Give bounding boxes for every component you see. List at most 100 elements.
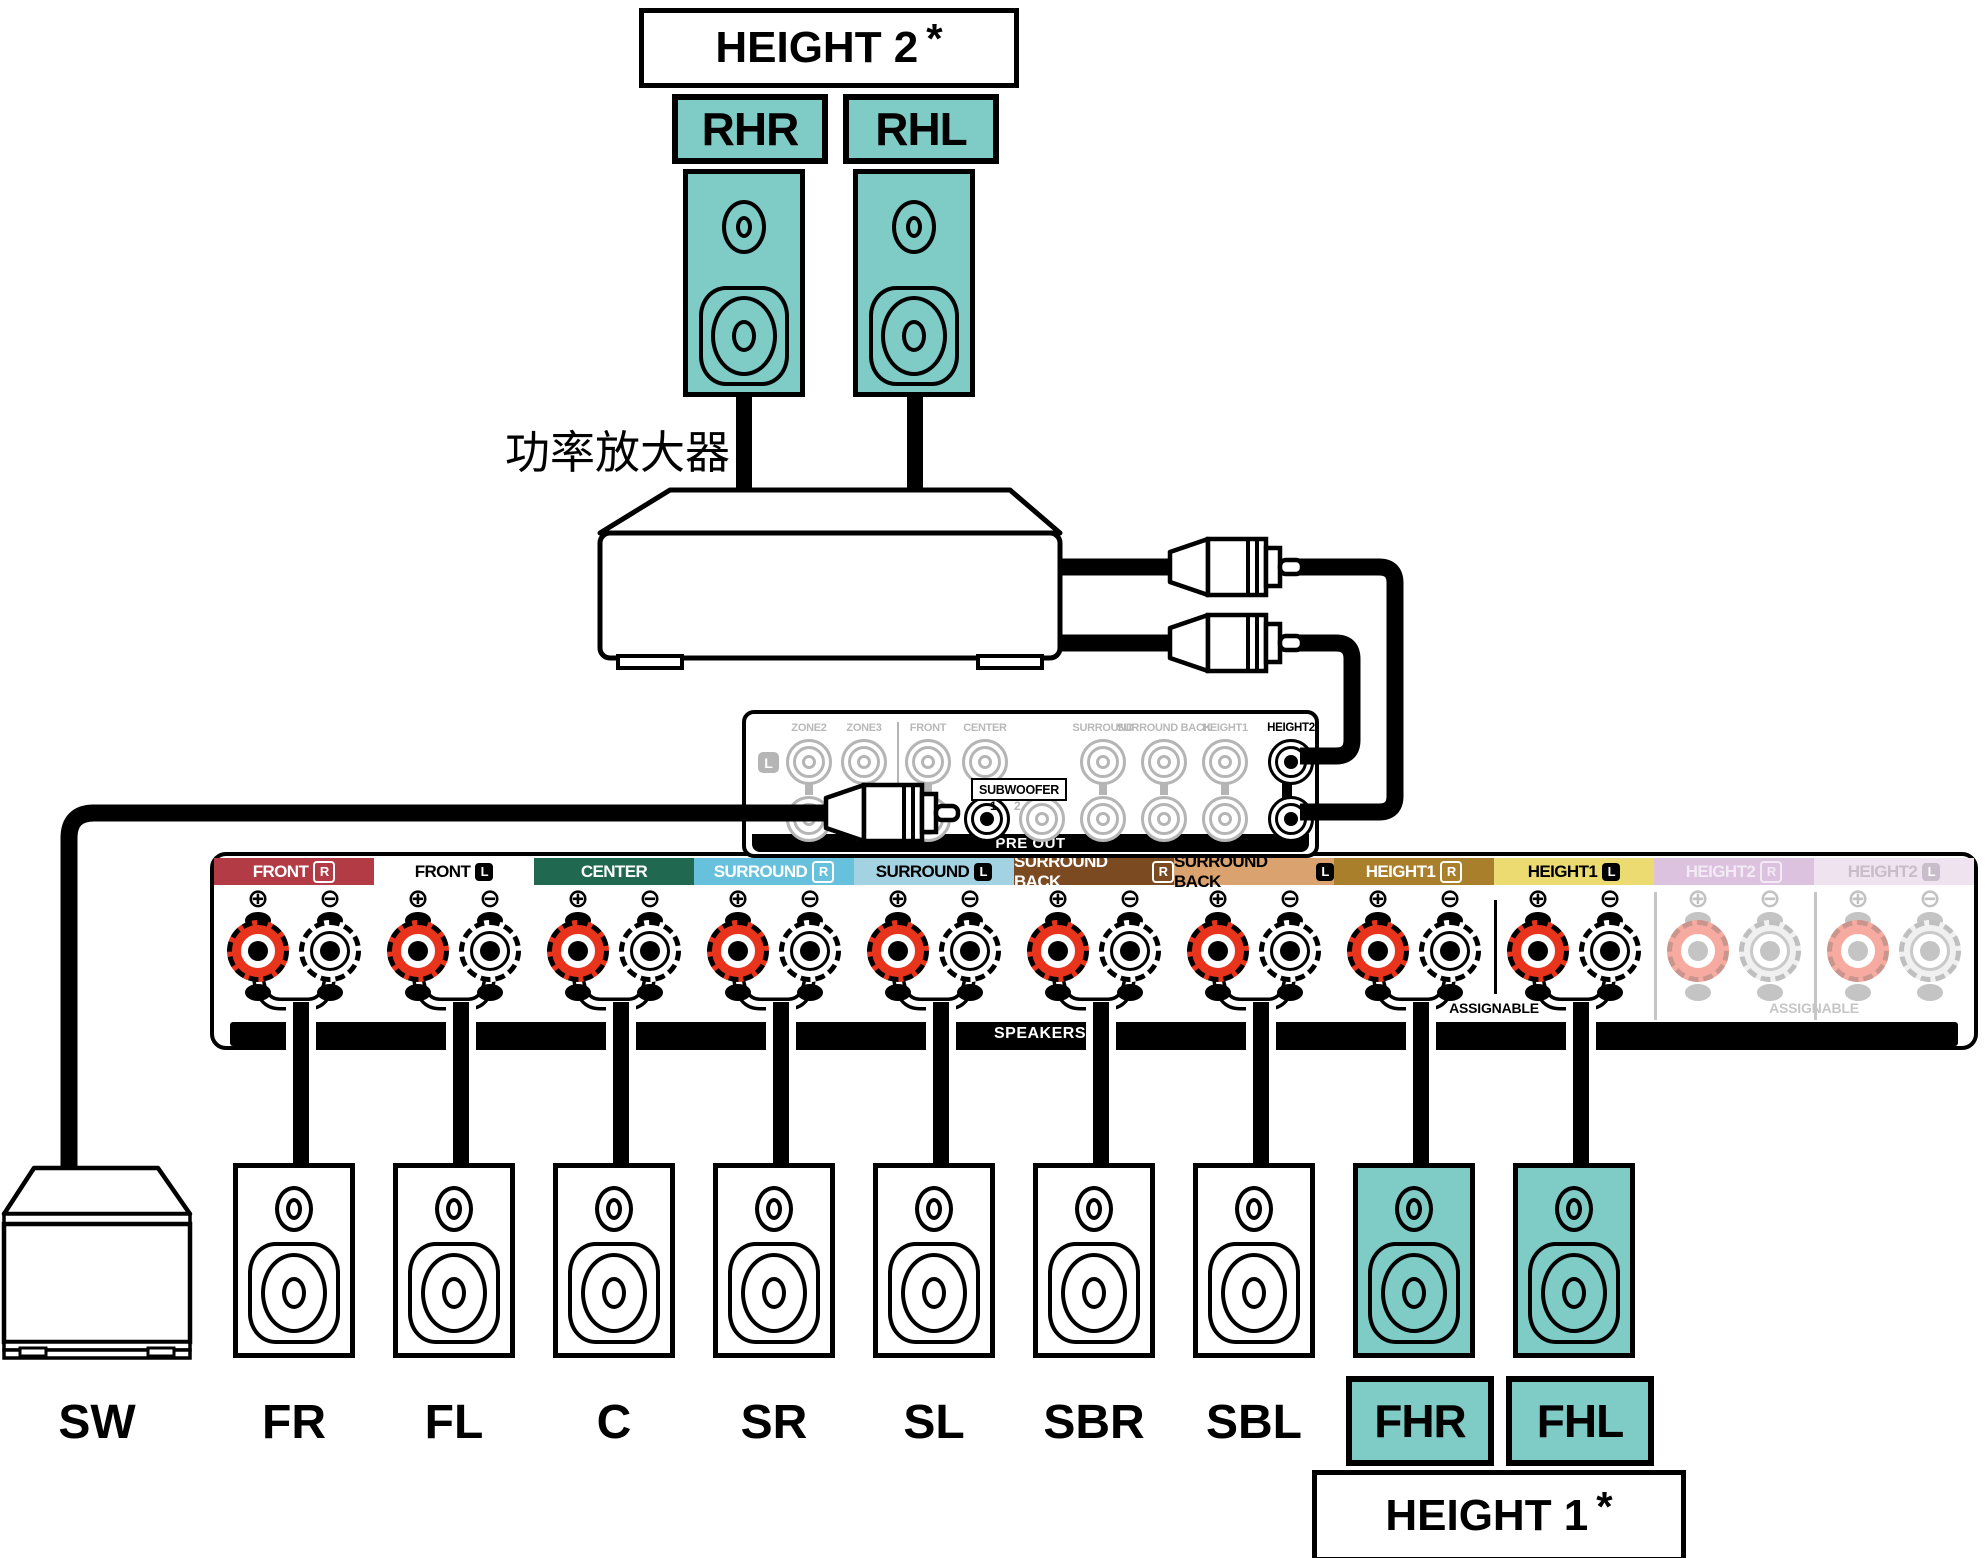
minus-symbol: ⊖ bbox=[1439, 884, 1461, 914]
channel-badge-height1-r: R bbox=[1440, 860, 1463, 883]
rca-plug-height2-r bbox=[1170, 539, 1302, 595]
minus-symbol: ⊖ bbox=[799, 884, 821, 914]
plus-symbol: ⊕ bbox=[887, 884, 909, 914]
post-tab bbox=[797, 984, 823, 1001]
speaker-rhr bbox=[683, 169, 805, 397]
sbr-tweeter-icon bbox=[1075, 1186, 1113, 1232]
speaker-sbl bbox=[1193, 1163, 1315, 1358]
height2-asterisk: * bbox=[926, 15, 943, 62]
post-tab bbox=[1365, 984, 1391, 1001]
preout-jack-top-front bbox=[905, 739, 951, 785]
rhl-label: RHL bbox=[875, 103, 968, 155]
preout-label-center: CENTER bbox=[963, 722, 1007, 734]
preout-jack-stem bbox=[805, 782, 813, 795]
post-tab bbox=[1205, 984, 1231, 1001]
amp-foot-right bbox=[976, 654, 1044, 670]
height1-asterisk: * bbox=[1596, 1483, 1613, 1530]
minus-symbol: ⊖ bbox=[1599, 884, 1621, 914]
binding-post-plus-height1-r bbox=[1347, 920, 1409, 982]
rhl-woofer-icon bbox=[869, 286, 959, 386]
fhl-tweeter-icon bbox=[1555, 1186, 1593, 1232]
subwoofer-label-box: SUBWOOFER bbox=[971, 778, 1067, 801]
minus-symbol: ⊖ bbox=[959, 884, 981, 914]
speaker-id-box-fhr: FHR bbox=[1346, 1376, 1494, 1466]
fhr-woofer-icon bbox=[1368, 1242, 1460, 1344]
plus-symbol: ⊕ bbox=[1047, 884, 1069, 914]
sbl-tweeter-icon bbox=[1235, 1186, 1273, 1232]
speaker-id-box-rhr: RHR bbox=[672, 94, 828, 164]
subwoofer-speaker bbox=[1, 1165, 193, 1360]
preout-jack-bottom-6 bbox=[1141, 796, 1187, 842]
binding-post-minus-surround-back-l bbox=[1259, 920, 1321, 982]
minus-symbol: ⊖ bbox=[639, 884, 661, 914]
speaker-fl bbox=[393, 1163, 515, 1358]
binding-post-minus-height1-l bbox=[1579, 920, 1641, 982]
assignable-label-height2: ASSIGNABLE bbox=[1769, 1000, 1859, 1016]
subwoofer-jack2-number: 2 bbox=[1014, 799, 1021, 813]
sw-foot-left bbox=[18, 1346, 48, 1358]
minus-symbol: ⊖ bbox=[1759, 884, 1781, 914]
speaker-wire-height1-r bbox=[1406, 1002, 1436, 1166]
minus-symbol: ⊖ bbox=[1919, 884, 1941, 914]
height2r-divider bbox=[1654, 892, 1657, 1020]
sbr-woofer-icon bbox=[1048, 1242, 1140, 1344]
binding-post-minus-front-r bbox=[299, 920, 361, 982]
binding-post-plus-surround-l bbox=[867, 920, 929, 982]
preout-divider bbox=[897, 722, 899, 846]
height1-title-box: HEIGHT 1 * bbox=[1312, 1470, 1686, 1558]
post-tab bbox=[317, 984, 343, 1001]
preout-jack-bottom-3 bbox=[964, 796, 1010, 842]
speaker-sbr bbox=[1033, 1163, 1155, 1358]
plus-symbol: ⊕ bbox=[1207, 884, 1229, 914]
speaker-label-sbr: SBR bbox=[1043, 1396, 1145, 1449]
rhr-speaker-wire bbox=[736, 393, 752, 493]
post-tab bbox=[885, 984, 911, 1001]
preout-jack-stem bbox=[1221, 782, 1229, 795]
plus-symbol: ⊕ bbox=[1687, 884, 1709, 914]
preout-jack-top-height1 bbox=[1202, 739, 1248, 785]
height2l-divider bbox=[1814, 892, 1817, 1020]
height2-title-box: HEIGHT 2 * bbox=[639, 8, 1019, 88]
preout-jack-stem bbox=[1160, 782, 1168, 795]
speaker-fhr bbox=[1353, 1163, 1475, 1358]
preout-label-surround: SURROUND bbox=[1072, 722, 1134, 734]
binding-post-plus-front-l bbox=[387, 920, 449, 982]
binding-post-plus-height2-l bbox=[1827, 920, 1889, 982]
preout-jack-bottom-4 bbox=[1019, 796, 1065, 842]
speaker-c bbox=[553, 1163, 675, 1358]
binding-post-plus-center bbox=[547, 920, 609, 982]
preout-jack-bottom-8 bbox=[1268, 796, 1314, 842]
binding-post-plus-surround-back-r bbox=[1027, 920, 1089, 982]
preout-jack-bottom-5 bbox=[1080, 796, 1126, 842]
channel-badge-surround-l: L bbox=[974, 862, 993, 881]
post-tab bbox=[1597, 984, 1623, 1001]
speaker-wire-surround-l bbox=[926, 1002, 956, 1166]
assignable-label-height1: ASSIGNABLE bbox=[1449, 1000, 1539, 1016]
preout-jack-bottom-2 bbox=[905, 796, 951, 842]
c-woofer-icon bbox=[568, 1242, 660, 1344]
preout-l-badge: L bbox=[758, 752, 779, 773]
amp-foot-left bbox=[616, 654, 684, 670]
preout-label-front: FRONT bbox=[909, 722, 947, 734]
binding-post-plus-surround-r bbox=[707, 920, 769, 982]
plus-symbol: ⊕ bbox=[567, 884, 589, 914]
preout-jack-bottom-0 bbox=[786, 796, 832, 842]
plus-symbol: ⊕ bbox=[1527, 884, 1549, 914]
speaker-wire-surround-r bbox=[766, 1002, 796, 1166]
sl-woofer-icon bbox=[888, 1242, 980, 1344]
fhr-label: FHR bbox=[1374, 1395, 1467, 1447]
height2-jack-link bbox=[1282, 776, 1292, 802]
preout-jack-top-surround-back bbox=[1141, 739, 1187, 785]
